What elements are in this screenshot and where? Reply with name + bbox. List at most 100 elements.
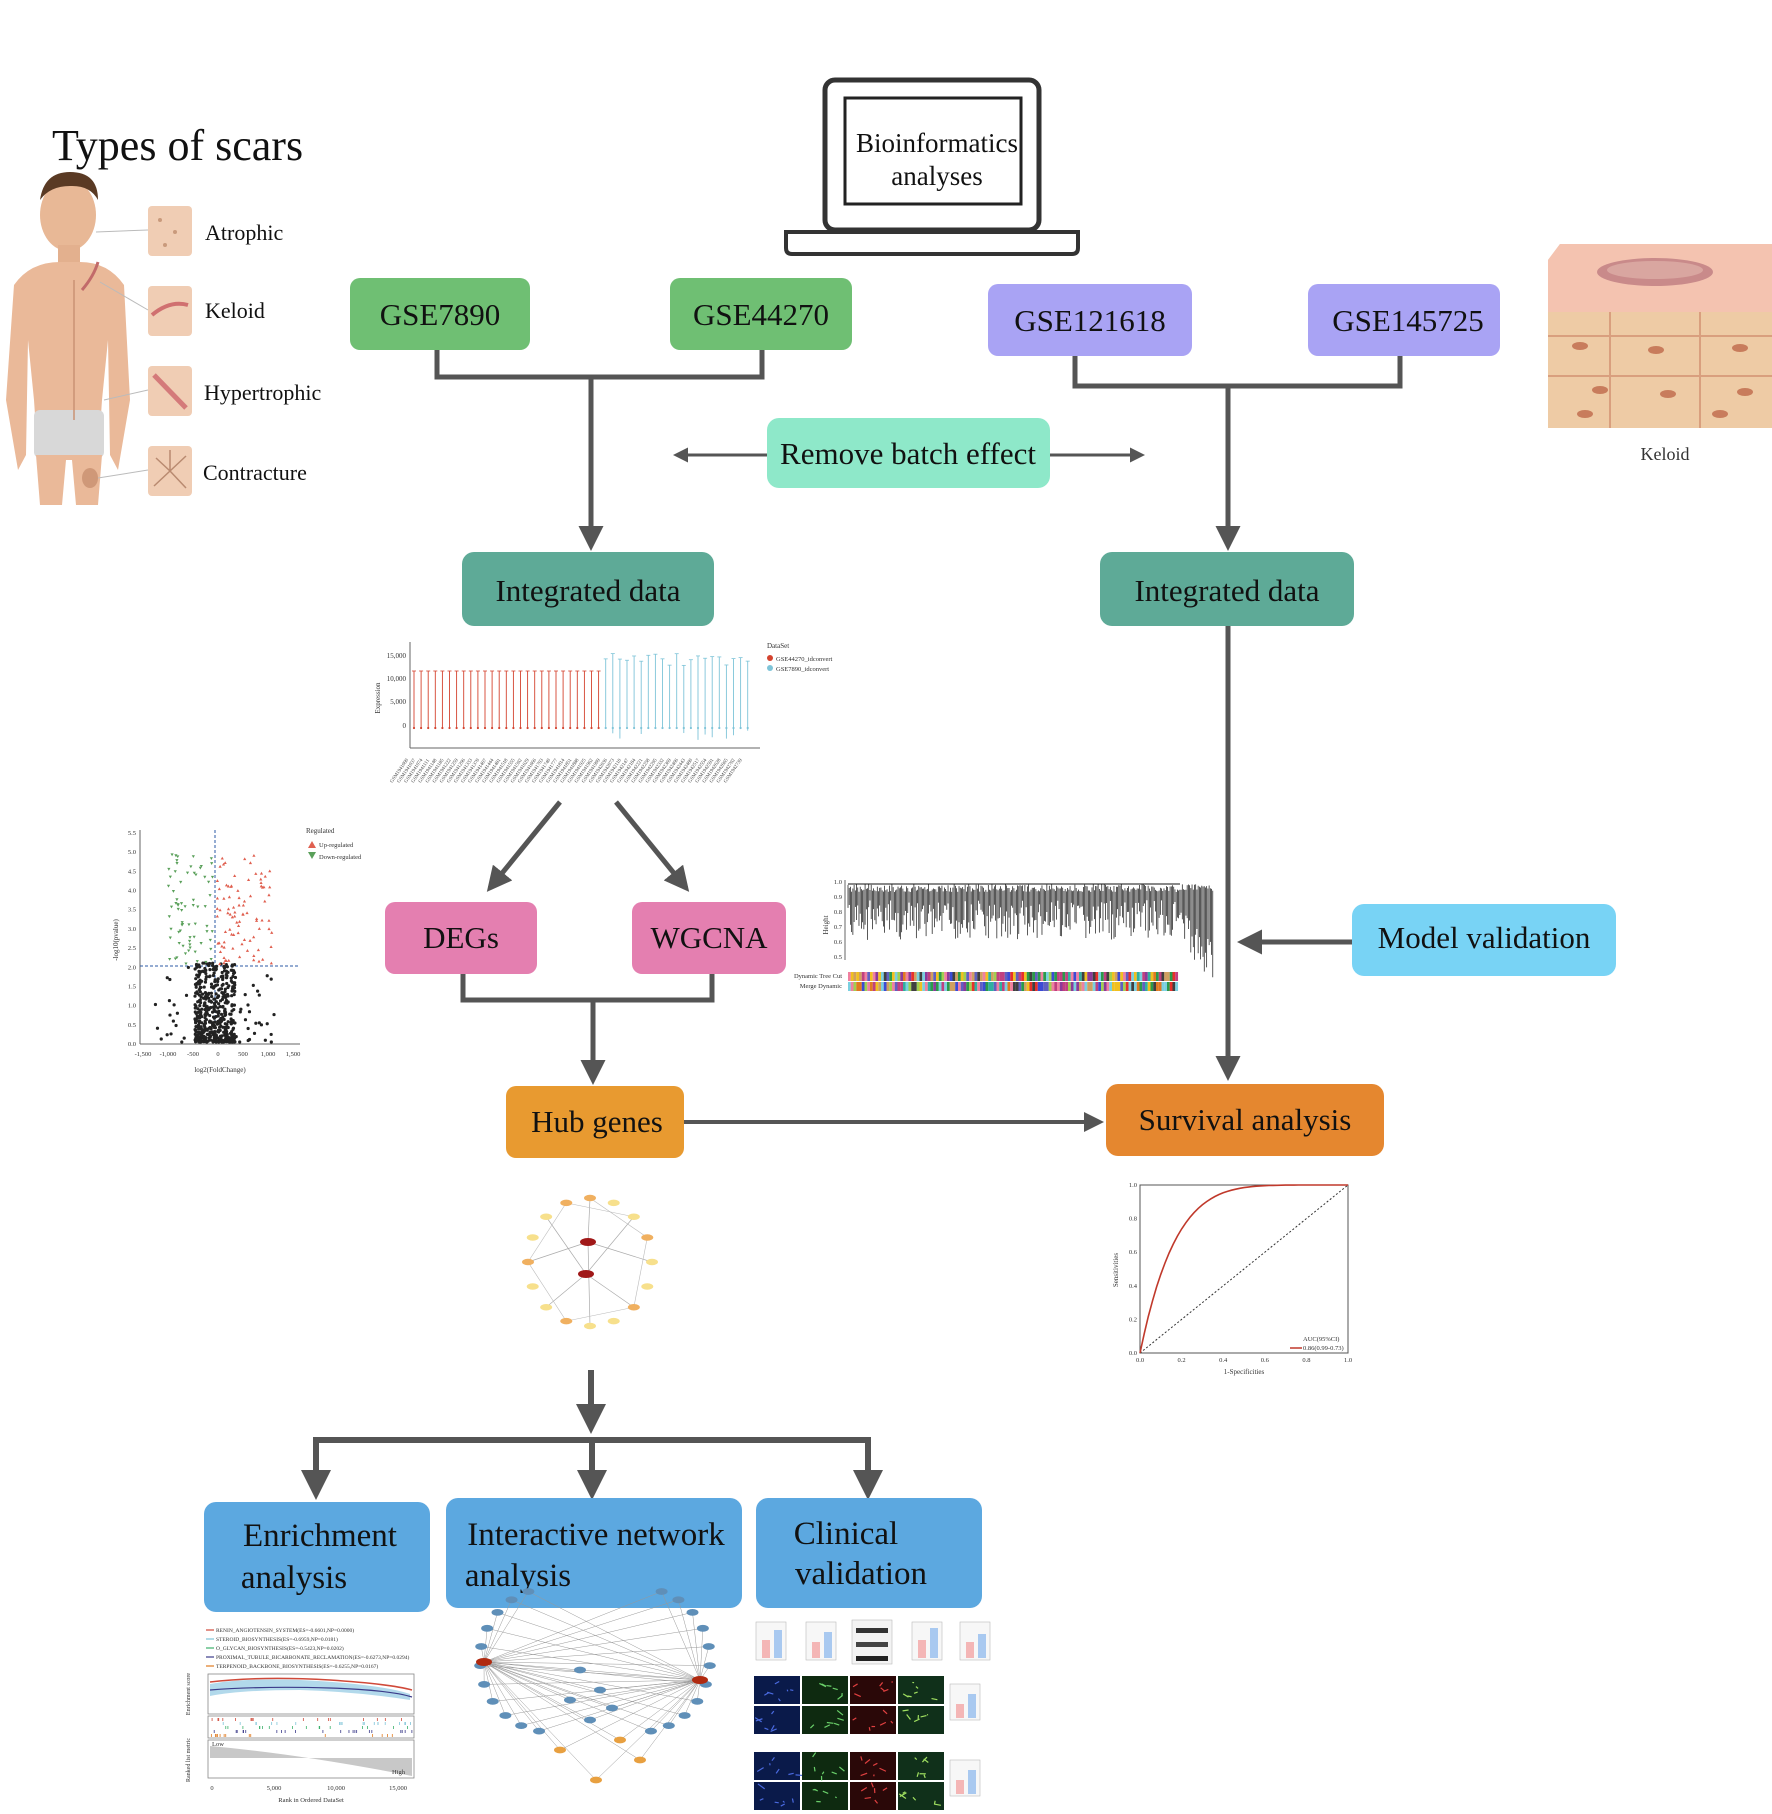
dendro-band-dynamic bbox=[1054, 972, 1058, 981]
dendro-band-dynamic bbox=[922, 972, 926, 981]
volcano-point-down bbox=[199, 864, 203, 868]
boxplot-median bbox=[647, 726, 650, 730]
dendro-band-dynamic bbox=[1070, 972, 1074, 981]
dendro-band-merge bbox=[878, 982, 882, 991]
dendro-band-merge bbox=[911, 982, 915, 991]
boxplot-median bbox=[491, 726, 494, 730]
volcano-point-ns bbox=[216, 1028, 221, 1032]
dendro-band-dynamic bbox=[1139, 972, 1143, 981]
dendro-band-merge bbox=[1079, 982, 1082, 991]
volcano-point-down bbox=[188, 943, 192, 947]
volcano-point-ns bbox=[221, 1004, 225, 1009]
dendro-band-merge bbox=[1026, 982, 1030, 991]
box-remove-batch bbox=[767, 418, 1050, 488]
micro-cell bbox=[933, 1803, 941, 1806]
dendro-band-dynamic bbox=[1046, 972, 1049, 981]
network-edge bbox=[483, 1661, 561, 1751]
micro-cell bbox=[836, 1709, 844, 1716]
box-clinical-line2: validation bbox=[795, 1556, 927, 1592]
boxplot-median bbox=[654, 726, 657, 730]
volcano-point-up bbox=[222, 896, 226, 900]
micro-cell bbox=[864, 1796, 871, 1800]
volcano-point-ns bbox=[232, 1007, 236, 1012]
roc-xtick: 1.0 bbox=[1344, 1357, 1352, 1364]
hub-node bbox=[560, 1317, 573, 1325]
dendro-band-merge bbox=[1169, 982, 1173, 991]
boxplot-median bbox=[704, 726, 707, 730]
volcano-legend-up: Up-regulated bbox=[319, 842, 354, 849]
dendro-band-merge bbox=[1081, 982, 1085, 991]
dendro-band-dynamic bbox=[881, 972, 884, 981]
dendro-band-merge bbox=[881, 982, 884, 991]
volcano-point-ns bbox=[197, 1030, 201, 1034]
dendro-color-bands bbox=[848, 972, 1179, 991]
volcano-point-ns bbox=[204, 1036, 208, 1040]
network-edge bbox=[483, 1646, 709, 1663]
roc-ytick: 1.0 bbox=[1129, 1182, 1137, 1189]
volcano-point-ns bbox=[208, 974, 212, 978]
dendro-band-dynamic bbox=[1161, 972, 1165, 981]
dendro-band-dynamic bbox=[1172, 972, 1176, 981]
volcano-point-ns bbox=[199, 1038, 203, 1042]
network-node bbox=[703, 1662, 716, 1670]
gsea-hits bbox=[210, 1718, 413, 1737]
dendro-band-merge bbox=[1161, 982, 1165, 991]
boxplot-median bbox=[725, 726, 728, 730]
volcano-point-up bbox=[257, 959, 261, 963]
volcano-point-ns bbox=[214, 1015, 218, 1019]
dendro-band-dynamic bbox=[955, 972, 959, 981]
dendro-band-dynamic bbox=[1079, 972, 1082, 981]
volcano-xtick: 0 bbox=[216, 1051, 219, 1058]
box-network bbox=[446, 1498, 742, 1608]
volcano-point-ns bbox=[243, 992, 247, 997]
micro-panel bbox=[898, 1782, 944, 1810]
volcano-point-ns bbox=[194, 1034, 198, 1038]
volcano-point-down bbox=[179, 902, 184, 905]
volcano-point-up bbox=[268, 885, 272, 889]
network-edge bbox=[483, 1591, 662, 1663]
volcano-point-up bbox=[263, 899, 267, 903]
dendro-band-merge bbox=[971, 982, 975, 991]
dendro-band-dynamic bbox=[1026, 972, 1030, 981]
volcano-point-up bbox=[227, 958, 231, 962]
dendro-band-merge bbox=[897, 982, 901, 991]
micro-cell bbox=[824, 1724, 831, 1729]
volcano-point-ns bbox=[212, 1020, 217, 1024]
volcano-point-ns bbox=[204, 977, 208, 981]
dendro-band-merge bbox=[859, 982, 862, 991]
box-network-line2: analysis bbox=[465, 1558, 571, 1594]
network-node bbox=[584, 1716, 596, 1724]
dendro-band-merge bbox=[1024, 982, 1027, 991]
volcano-point-up bbox=[226, 907, 231, 911]
volcano-point-down bbox=[199, 942, 203, 945]
volcano-point-up bbox=[261, 957, 265, 961]
volcano-ytick: 1.5 bbox=[128, 983, 136, 990]
network-node bbox=[686, 1608, 699, 1616]
volcano-point-ns bbox=[208, 1013, 212, 1018]
dendro-band-dynamic bbox=[905, 972, 909, 981]
volcano-point-ns bbox=[174, 1023, 178, 1028]
volcano-point-ns bbox=[213, 965, 217, 969]
box-integrated-right bbox=[1100, 552, 1354, 626]
network-edge bbox=[559, 1679, 701, 1751]
boxplot-median bbox=[562, 726, 565, 730]
boxplot-median bbox=[746, 726, 749, 730]
dendro-band-dynamic bbox=[900, 972, 904, 981]
volcano-point-ns bbox=[193, 994, 197, 998]
hub-edge bbox=[545, 1216, 587, 1275]
dendro-band-dynamic bbox=[1051, 972, 1055, 981]
volcano-ylabel: -log10(pvalue) bbox=[112, 919, 120, 961]
volcano-point-down bbox=[171, 890, 176, 893]
volcano-point-ns bbox=[212, 1007, 216, 1011]
gsea-xtick-0: 0 bbox=[210, 1785, 213, 1792]
volcano-point-ns bbox=[180, 1040, 184, 1044]
roc-xtick: 0.4 bbox=[1219, 1357, 1228, 1364]
volcano-point-ns bbox=[155, 1026, 160, 1030]
network-edge bbox=[483, 1661, 669, 1726]
boxplot-median bbox=[455, 726, 458, 730]
boxplot-legend-1: GSE7890_idconvert bbox=[776, 666, 829, 673]
dendro-band-merge bbox=[999, 982, 1003, 991]
network-node bbox=[672, 1596, 685, 1604]
dendro-band-dynamic bbox=[861, 972, 865, 981]
network-edge bbox=[483, 1661, 652, 1732]
